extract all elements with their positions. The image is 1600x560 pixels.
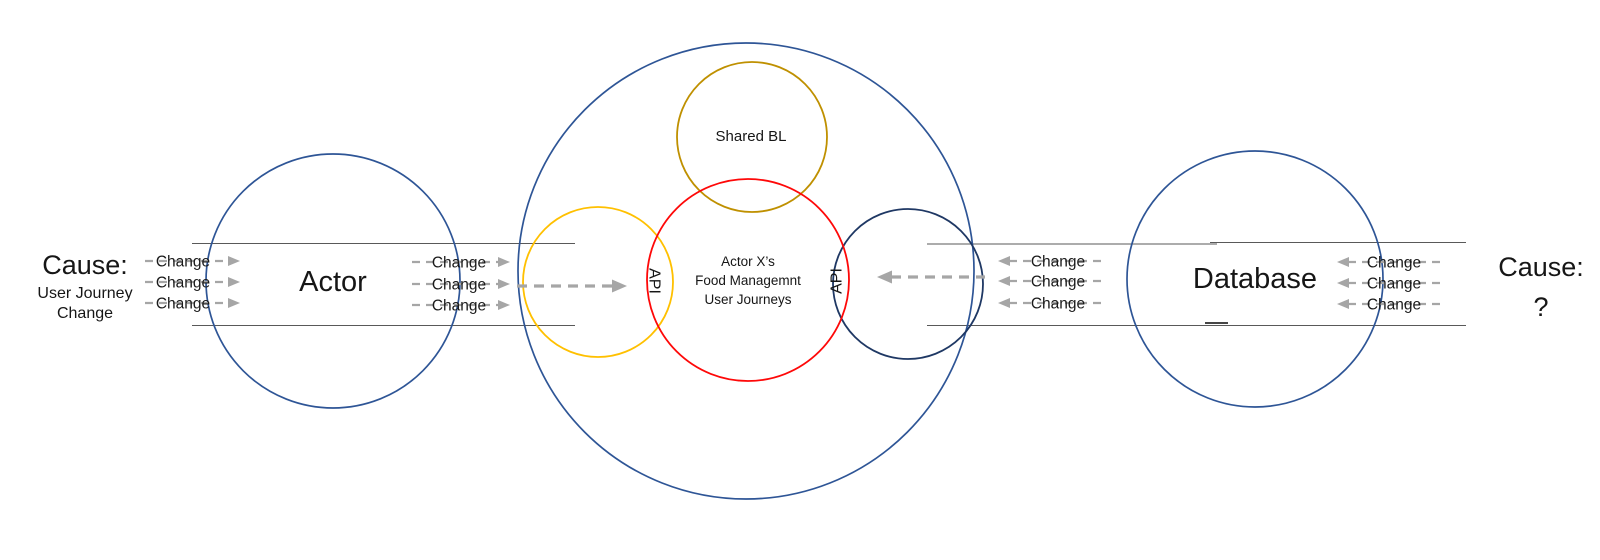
core-line3: User Journeys: [704, 292, 791, 307]
database-circle: [1126, 150, 1384, 408]
shared-bl-circle: [676, 61, 828, 213]
core-text-block: Actor X’s Food Managemnt User Journeys: [695, 254, 801, 307]
change-arrow-left: Change: [998, 254, 1103, 271]
change-arrow-left: Change: [1337, 297, 1443, 314]
long-arrow-into-api-right: [877, 270, 985, 284]
change-arrow-right: Change: [145, 254, 240, 271]
change-arrow-right: Change: [145, 296, 240, 313]
arrowhead-right-icon: [498, 279, 510, 289]
arrowhead-left-icon: [877, 270, 892, 284]
api-left-label: API: [646, 268, 663, 294]
actor-label: Actor: [299, 266, 367, 298]
arrowhead-left-icon: [998, 298, 1010, 308]
shared-bl-label: Shared BL: [716, 128, 787, 145]
change-label: Change: [432, 255, 486, 272]
arrowhead-left-icon: [1337, 299, 1349, 309]
change-arrow-right: Change: [412, 298, 510, 315]
core-line2: Food Managemnt: [695, 273, 801, 288]
arrowhead-left-icon: [998, 276, 1010, 286]
arrowhead-right-icon: [228, 256, 240, 266]
api-right-label: API: [829, 268, 846, 294]
pipe-lines: [192, 241, 1466, 327]
left-cause-heading: Cause:: [42, 250, 128, 280]
arrowhead-left-icon: [1337, 257, 1349, 267]
left-cause-line1: User Journey: [37, 285, 132, 302]
right-cause-block: Cause: ?: [1498, 252, 1584, 322]
change-flow-group-left-outer: Change Change Change: [145, 254, 240, 313]
database-label: Database: [1193, 263, 1317, 295]
arrowhead-right-icon: [228, 298, 240, 308]
change-flow-group-right-inner: Change Change Change: [998, 254, 1103, 313]
api-left-circle: [522, 206, 674, 358]
right-cause-heading: Cause:: [1498, 252, 1584, 282]
change-label: Change: [1031, 296, 1085, 313]
api-right-circle: [832, 208, 984, 360]
arrowhead-right-icon: [498, 257, 510, 267]
arrowhead-left-icon: [998, 256, 1010, 266]
change-label: Change: [156, 275, 210, 292]
arrowhead-right-icon: [498, 300, 510, 310]
change-arrow-left: Change: [998, 296, 1103, 313]
change-label: Change: [156, 254, 210, 271]
arrowhead-right-icon: [228, 277, 240, 287]
core-circle: [646, 178, 850, 382]
long-arrow-into-api-left: [517, 279, 627, 293]
change-arrow-right: Change: [412, 277, 510, 294]
change-label: Change: [432, 298, 486, 315]
left-cause-block: Cause: User Journey Change: [37, 250, 132, 322]
change-arrow-right: Change: [145, 275, 240, 292]
change-label: Change: [1367, 276, 1421, 293]
change-arrow-left: Change: [998, 274, 1103, 291]
change-label: Change: [1031, 254, 1085, 271]
change-label: Change: [1367, 297, 1421, 314]
change-flow-group-right-outer: Change Change Change: [1337, 255, 1443, 314]
change-label: Change: [432, 277, 486, 294]
change-arrow-left: Change: [1337, 255, 1443, 272]
core-line1: Actor X’s: [721, 254, 775, 269]
arrowhead-right-icon: [612, 279, 627, 293]
change-label: Change: [156, 296, 210, 313]
change-label: Change: [1367, 255, 1421, 272]
system-boundary-circle: [517, 42, 975, 500]
change-label: Change: [1031, 274, 1085, 291]
arrowhead-left-icon: [1337, 278, 1349, 288]
change-arrow-right: Change: [412, 255, 510, 272]
change-arrow-left: Change: [1337, 276, 1443, 293]
change-flow-group-left-inner: Change Change Change: [412, 255, 510, 315]
left-cause-line2: Change: [57, 305, 113, 322]
right-cause-question: ?: [1533, 292, 1548, 322]
